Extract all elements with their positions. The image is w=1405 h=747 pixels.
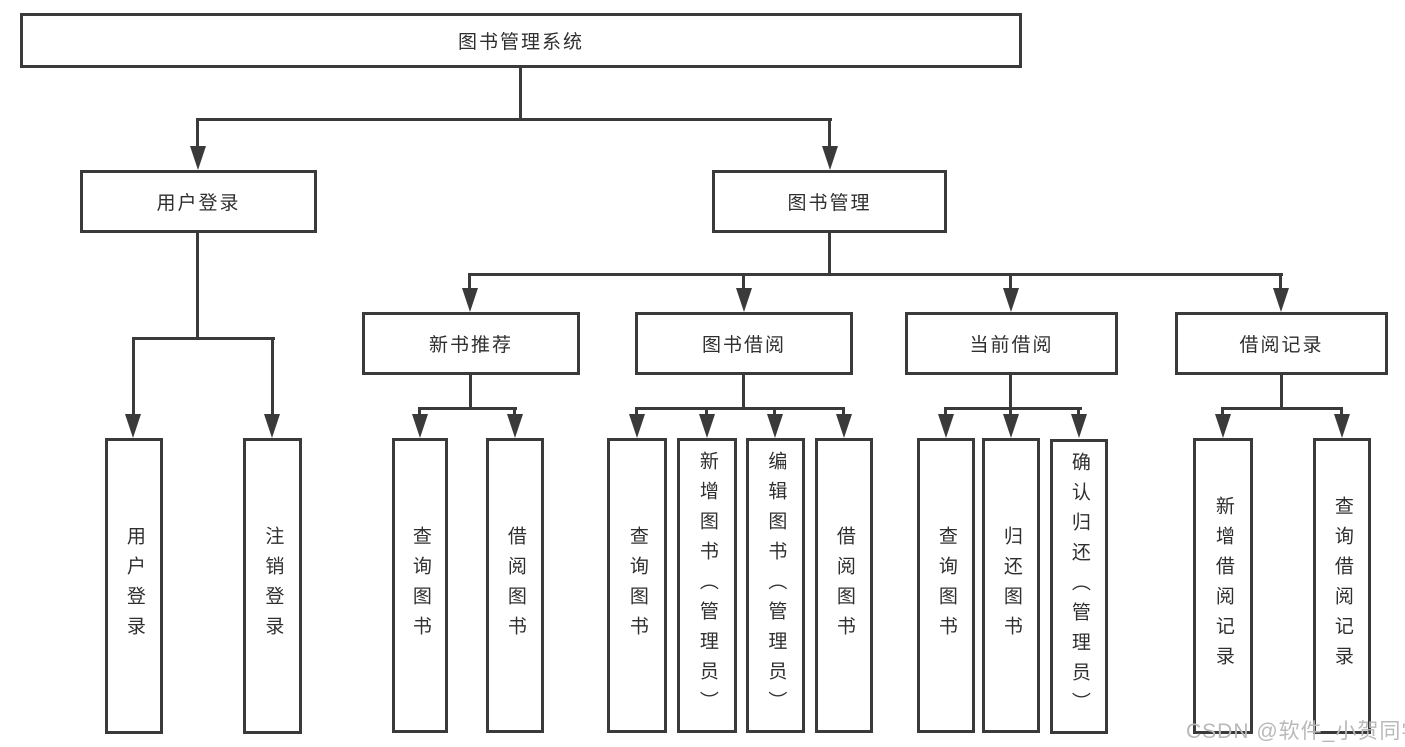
connector-line <box>1221 407 1343 410</box>
leaf-query-books: 查询图书 <box>607 438 667 733</box>
node-new-book-recommend: 新书推荐 <box>362 312 580 375</box>
connector-line <box>469 273 1283 276</box>
arrowhead-down-icon <box>767 414 783 438</box>
arrowhead-down-icon <box>836 414 852 438</box>
connector-line <box>1077 407 1080 417</box>
arrowhead-down-icon <box>125 414 141 438</box>
connector-line <box>944 407 947 417</box>
node-label: 编辑图书（管理员） <box>765 450 787 721</box>
connector-line <box>635 407 638 417</box>
connector-line <box>197 118 832 121</box>
connector-line <box>196 231 199 337</box>
arrowhead-down-icon <box>938 414 954 438</box>
arrowhead-down-icon <box>264 414 280 438</box>
node-label: 图书管理 <box>787 193 872 214</box>
connector-line <box>469 373 472 410</box>
node-label: 借阅图书 <box>833 525 855 646</box>
arrowhead-down-icon <box>190 146 206 170</box>
connector-line <box>1009 373 1012 410</box>
connector-line <box>468 273 471 290</box>
arrowhead-down-icon <box>1215 414 1231 438</box>
connector-line <box>1009 273 1012 290</box>
node-label: 新增图书（管理员） <box>696 450 718 721</box>
node-label: 新增借阅记录 <box>1212 496 1234 676</box>
connector-line <box>271 337 274 416</box>
connector-line <box>132 337 275 340</box>
connector-line <box>944 407 1082 410</box>
node-label: 注销登录 <box>262 526 284 646</box>
leaf-user-login: 用户登录 <box>105 438 163 734</box>
node-label: 借阅图书 <box>504 525 526 646</box>
node-label: 新书推荐 <box>428 335 513 356</box>
arrowhead-down-icon <box>507 414 523 438</box>
leaf-query-books: 查询图书 <box>917 438 975 733</box>
node-book-borrowing: 图书借阅 <box>635 312 853 375</box>
leaf-logout: 注销登录 <box>243 438 302 734</box>
node-label: 归还图书 <box>1000 525 1022 646</box>
leaf-add-book-admin: 新增图书（管理员） <box>677 438 737 733</box>
node-label: 查询图书 <box>626 525 648 646</box>
node-label: 查询借阅记录 <box>1331 496 1353 676</box>
connector-line <box>1340 407 1343 417</box>
node-label: 借阅记录 <box>1239 335 1324 356</box>
connector-line <box>828 118 831 148</box>
arrowhead-down-icon <box>1003 288 1019 312</box>
connector-line <box>519 66 522 118</box>
arrowhead-down-icon <box>1071 414 1087 438</box>
node-book-management: 图书管理 <box>712 170 947 233</box>
arrowhead-down-icon <box>1334 414 1350 438</box>
connector-line <box>773 407 776 417</box>
node-label: 用户登录 <box>156 193 241 214</box>
node-label: 当前借阅 <box>969 335 1054 356</box>
connector-line <box>132 337 135 416</box>
connector-line <box>742 273 745 290</box>
arrowhead-down-icon <box>629 414 645 438</box>
node-label: 确认归还（管理员） <box>1068 451 1090 722</box>
leaf-query-borrow-record: 查询借阅记录 <box>1313 438 1371 734</box>
node-label: 查询图书 <box>409 525 431 646</box>
connector-line <box>418 407 517 410</box>
node-user-login: 用户登录 <box>80 170 317 233</box>
leaf-confirm-return-admin: 确认归还（管理员） <box>1050 439 1108 734</box>
csdn-watermark: CSDN @软件_小贺同学 <box>1186 720 1405 743</box>
node-label: 图书管理系统 <box>457 32 584 53</box>
connector-line <box>705 407 708 417</box>
node-borrowing-records: 借阅记录 <box>1175 312 1388 375</box>
node-label: 用户登录 <box>123 526 145 646</box>
node-current-borrowing: 当前借阅 <box>905 312 1118 375</box>
leaf-add-borrow-record: 新增借阅记录 <box>1193 438 1253 734</box>
connector-line <box>842 407 845 417</box>
node-book-management-system: 图书管理系统 <box>20 13 1022 68</box>
arrowhead-down-icon <box>699 414 715 438</box>
leaf-return-books: 归还图书 <box>982 438 1040 733</box>
leaf-edit-book-admin: 编辑图书（管理员） <box>746 438 805 733</box>
arrowhead-down-icon <box>1273 288 1289 312</box>
connector-line <box>418 407 421 417</box>
connector-line <box>742 373 745 410</box>
arrowhead-down-icon <box>1003 414 1019 438</box>
connector-line <box>828 231 831 275</box>
connector-line <box>196 118 199 148</box>
node-label: 图书借阅 <box>701 335 786 356</box>
arrowhead-down-icon <box>822 146 838 170</box>
leaf-query-books: 查询图书 <box>392 438 448 733</box>
connector-line <box>1280 373 1283 410</box>
node-label: 查询图书 <box>935 525 957 646</box>
connector-line <box>1221 407 1224 417</box>
connector-line <box>1279 273 1282 290</box>
leaf-borrow-books: 借阅图书 <box>486 438 544 733</box>
connector-line <box>513 407 516 417</box>
connector-line <box>1009 407 1012 417</box>
connector-line <box>635 407 845 410</box>
arrowhead-down-icon <box>462 288 478 312</box>
arrowhead-down-icon <box>736 288 752 312</box>
leaf-borrow-books: 借阅图书 <box>815 438 873 733</box>
arrowhead-down-icon <box>412 414 428 438</box>
